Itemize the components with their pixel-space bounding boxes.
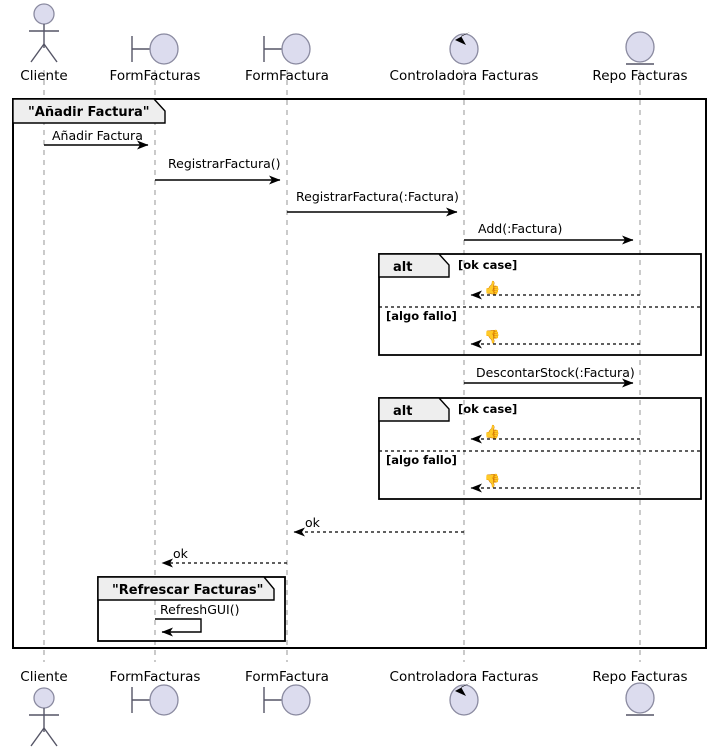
message-label-descontarstock: DescontarStock(:Factura): [476, 365, 635, 380]
participant-footer-formfacturas[interactable]: FormFacturas: [110, 669, 201, 716]
participant-label-repo-facturas-bottom: Repo Facturas: [592, 669, 687, 685]
thumbs-up-icon: 👍: [484, 280, 500, 296]
participant-label-formfactura: FormFactura: [245, 68, 329, 84]
thumbs-up-icon: 👍: [484, 424, 500, 440]
thumbs-down-icon: 👎: [484, 329, 500, 345]
control-icon: [449, 32, 479, 65]
message-add-factura: Add(:Factura): [464, 221, 634, 245]
boundary-icon: [131, 33, 179, 65]
participant-footer-cliente[interactable]: Cliente: [20, 669, 68, 747]
message-label-ok-1: ok: [305, 515, 321, 530]
alt-block-1: alt [ok case] 👍 [algo fallo] 👎: [378, 253, 702, 356]
message-registrarfactura-factura: RegistrarFactura(:Factura): [287, 189, 459, 217]
frame-refrescar-facturas: "Refrescar Facturas" RefreshGUI(): [97, 576, 286, 642]
frame-label-refrescar-facturas: "Refrescar Facturas": [112, 583, 263, 598]
participant-header-controladora-facturas[interactable]: Controladora Facturas: [390, 32, 539, 84]
alt-guard-algo-fallo-1: [algo fallo]: [386, 309, 457, 323]
message-label-add-factura: Add(:Factura): [478, 221, 562, 236]
frame-anadir-factura: "Añadir Factura": [12, 98, 707, 649]
participant-label-formfacturas: FormFacturas: [110, 68, 201, 84]
boundary-icon: [263, 684, 311, 716]
message-label-registrarfactura-factura: RegistrarFactura(:Factura): [296, 189, 459, 204]
participant-label-cliente-bottom: Cliente: [20, 669, 67, 685]
message-anadir-factura: Añadir Factura: [44, 128, 149, 150]
message-label-anadir-factura: Añadir Factura: [52, 128, 143, 143]
boundary-icon: [131, 684, 179, 716]
message-label-refreshgui: RefreshGUI(): [160, 602, 239, 617]
message-descontarstock: DescontarStock(:Factura): [464, 365, 635, 388]
participant-header-repo-facturas[interactable]: Repo Facturas: [592, 31, 688, 84]
participant-header-cliente[interactable]: Cliente: [20, 3, 68, 84]
participant-label-cliente: Cliente: [20, 68, 67, 84]
participant-footer-formfactura[interactable]: FormFactura: [245, 669, 329, 716]
participant-header-formfacturas[interactable]: FormFacturas: [110, 33, 201, 84]
participant-label-formfactura-bottom: FormFactura: [245, 669, 329, 685]
participant-footer-controladora-facturas[interactable]: Controladora Facturas: [390, 669, 539, 716]
participant-label-controladora-facturas-bottom: Controladora Facturas: [390, 669, 539, 685]
message-label-ok-2: ok: [173, 546, 189, 561]
alt-guard-algo-fallo-2: [algo fallo]: [386, 453, 457, 467]
alt-keyword-2: alt: [393, 404, 412, 419]
participant-label-controladora-facturas: Controladora Facturas: [390, 68, 539, 84]
participant-label-formfacturas-bottom: FormFacturas: [110, 669, 201, 685]
message-label-registrarfactura: RegistrarFactura(): [168, 156, 281, 171]
frame-label-anadir-factura: "Añadir Factura": [28, 105, 150, 120]
boundary-icon: [263, 33, 311, 65]
entity-icon: [625, 682, 655, 716]
participant-footer-repo-facturas[interactable]: Repo Facturas: [592, 669, 688, 716]
message-refreshgui: RefreshGUI(): [155, 602, 239, 637]
message-ok-1: ok: [293, 515, 464, 537]
participant-header-formfactura[interactable]: FormFactura: [245, 33, 329, 84]
alt-guard-ok-case-2: [ok case]: [458, 402, 517, 416]
thumbs-down-icon: 👎: [484, 473, 500, 489]
alt-keyword-1: alt: [393, 260, 412, 275]
participant-label-repo-facturas: Repo Facturas: [592, 68, 687, 84]
entity-icon: [625, 31, 655, 65]
control-icon: [449, 683, 479, 716]
alt-block-2: alt [ok case] 👍 [algo fallo] 👎: [378, 397, 702, 500]
alt-guard-ok-case-1: [ok case]: [458, 258, 517, 272]
message-registrarfactura: RegistrarFactura(): [155, 156, 281, 185]
actor-stick-figure-icon: [29, 3, 59, 63]
message-ok-2: ok: [161, 546, 287, 568]
actor-stick-figure-icon: [29, 687, 59, 747]
